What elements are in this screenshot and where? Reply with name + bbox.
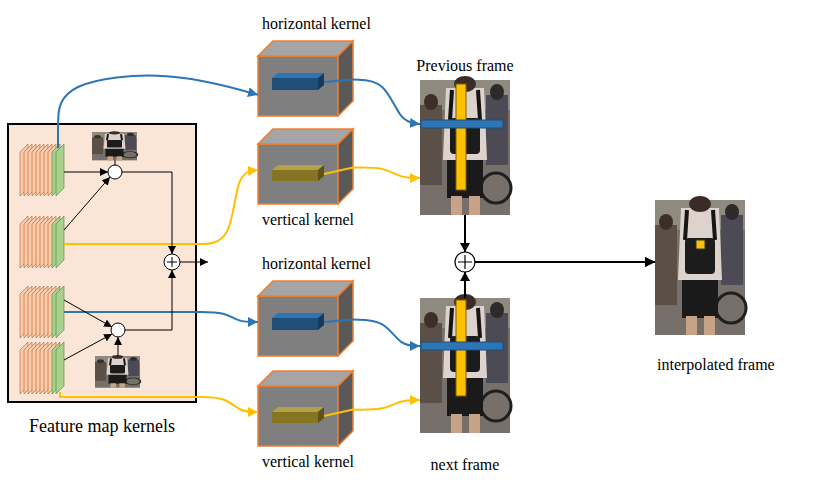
combine-wire (64, 177, 110, 230)
feature-map-panel-outline (8, 124, 196, 402)
video-frames (420, 294, 511, 433)
feature-map-panel-body (8, 124, 208, 402)
combine-wire (64, 172, 108, 173)
combine-wire (64, 160, 208, 360)
kernel-arrow (196, 170, 258, 244)
kernel-arrow (196, 312, 258, 322)
kernel-arrow (353, 400, 420, 410)
video-frame-outline (655, 200, 745, 335)
frame-label: Previous frame (416, 56, 513, 76)
kernel-wire (60, 392, 196, 397)
combine-wire (122, 172, 172, 254)
video-frame: next frame (420, 298, 510, 475)
feature-map-panel-body (20, 286, 64, 338)
video-frame: interpolated frame (655, 200, 775, 375)
kernel-cubes (258, 371, 353, 446)
combine-wire (64, 334, 112, 360)
sum-operator-symbol (455, 252, 475, 272)
feature-map-panel-body (20, 216, 64, 268)
kernel-label: horizontal kernel (258, 14, 371, 34)
kernel-cube-outline (258, 126, 353, 206)
kernel-label: vertical kernel (258, 210, 354, 230)
video-frames (655, 196, 746, 335)
kernel-cubes (258, 281, 353, 356)
kernel-arrow (196, 397, 258, 412)
sum-operator-symbol (460, 272, 470, 281)
feature-map-panel-body (20, 144, 64, 196)
feature-map-panel-body (20, 342, 64, 394)
frame-label: interpolated frame (655, 355, 775, 375)
operator-circle (108, 165, 180, 337)
kernel-cube-outline (258, 38, 353, 118)
feature-map-panel: Feature map kernels (8, 124, 196, 436)
kernel-cube-outline (258, 278, 353, 358)
kernel-cube: vertical kernel (258, 368, 354, 472)
video-frames (420, 76, 746, 433)
interpolated-pixel (696, 240, 705, 249)
kernel-wire (64, 243, 196, 245)
panel-caption: Feature map kernels (29, 416, 175, 436)
connectors (58, 76, 655, 412)
kernel-arrow (353, 320, 420, 346)
combine-wire (64, 300, 112, 327)
combine-wire (125, 270, 172, 330)
thumbnail (92, 131, 138, 160)
video-frames (420, 76, 511, 215)
kernel-arrow (353, 167, 420, 178)
sum-operator-symbol (455, 243, 475, 281)
sum-arrow (465, 262, 655, 298)
thumbnail (92, 131, 141, 388)
horizontal-kernel-bar (421, 342, 503, 350)
operator-circle (164, 254, 180, 270)
operator-circle (167, 257, 177, 267)
kernel-wire (58, 124, 196, 397)
kernel-arrow (353, 80, 420, 124)
thumbnail (95, 355, 141, 388)
operator-circle (111, 323, 125, 337)
kernel-cube: horizontal kernel (258, 254, 371, 358)
combine-wire (115, 160, 116, 165)
kernel-cubes (258, 41, 353, 116)
kernel-cubes (258, 129, 353, 204)
operator-circle (108, 165, 122, 179)
combine-wire (180, 262, 208, 263)
kernel-cube-outline (258, 368, 353, 448)
video-frame-outline (420, 80, 510, 215)
combine-wire (118, 337, 119, 356)
kernel-cube: vertical kernel (258, 126, 354, 230)
sum-operator-symbol (460, 243, 470, 252)
horizontal-kernel-bar (421, 120, 503, 128)
kernel-wire (57, 124, 59, 148)
sum-arrow (465, 215, 655, 262)
kernel-label: vertical kernel (258, 452, 354, 472)
kernel-cubes (258, 41, 353, 446)
kernel-arrow (58, 76, 258, 124)
frame-label: next frame (431, 455, 500, 475)
sum-operator-symbol (458, 255, 472, 269)
video-frame-outline (420, 298, 510, 433)
video-frame: Previous frame (416, 56, 513, 215)
kernel-label: horizontal kernel (258, 254, 371, 274)
feature-map-panel-body (8, 124, 196, 402)
vertical-kernel-bar (456, 84, 466, 190)
kernel-cube: horizontal kernel (258, 14, 371, 118)
